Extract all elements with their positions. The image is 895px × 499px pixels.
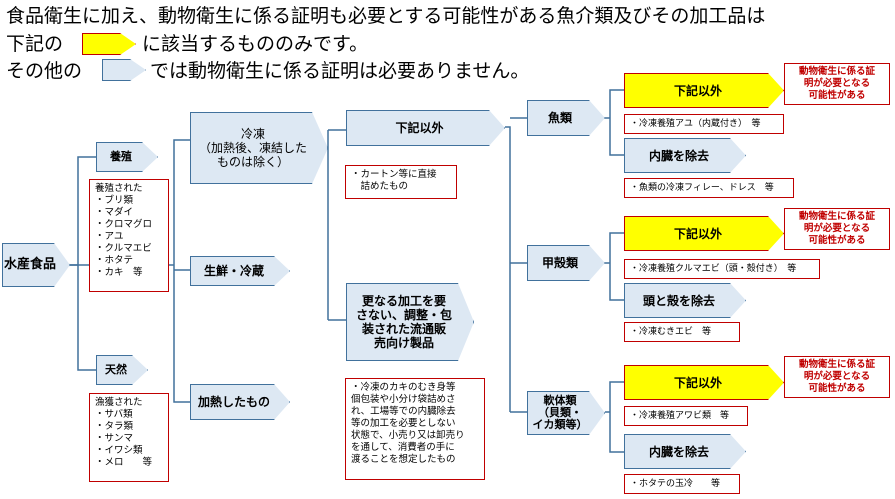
fish-certificate-note: 動物衛生に係る証 明が必要となる 可能性がある	[784, 63, 890, 105]
node-frozen: 冷凍 （加熱後、凍結した ものは除く）	[190, 112, 328, 184]
node-fresh-chilled: 生鮮・冷蔵	[190, 256, 290, 286]
mollusc-example-1: ・冷凍養殖アワビ類 等	[624, 406, 748, 426]
crustacean-head-shell-removed: 頭と殻を除去	[624, 283, 746, 318]
fish-gutted: 内臓を除去	[624, 138, 746, 173]
crustacean-certificate-note: 動物衛生に係る証 明が必要となる 可能性がある	[784, 208, 890, 250]
legend-yellow-arrow	[82, 33, 136, 55]
mollusc-gutted: 内臓を除去	[624, 434, 746, 469]
crustacean-example-2: ・冷凍むきエビ 等	[624, 322, 740, 342]
legend-plain-arrow	[102, 59, 146, 81]
node-heated: 加熱したもの	[190, 384, 290, 420]
farmed-species-list: 養殖された ・ブリ類 ・マダイ ・クロマグロ ・アユ ・クルマエビ ・ホタテ ・…	[89, 179, 169, 292]
mollusc-example-2: ・ホタテの玉冷 等	[624, 474, 740, 494]
header-line-2-prefix: 下記の	[6, 33, 64, 55]
header-line-1: 食品衛生に加え、動物衛生に係る証明も必要とする可能性がある魚介類及びその加工品は	[6, 5, 766, 27]
node-fish: 魚類	[527, 100, 605, 136]
crustacean-example-1: ・冷凍養殖クルマエビ（頭・殻付き） 等	[624, 259, 820, 279]
mollusc-below-except: 下記以外	[624, 365, 784, 400]
frozen-oyster-box: ・冷凍のカキのむき身等 個包装や小分け袋詰めさ れ、工場等での内臓除去 等の加工…	[345, 378, 485, 480]
fish-example-1: ・冷凍養殖アユ（内蔵付き） 等	[624, 114, 784, 134]
mollusc-certificate-note: 動物衛生に係る証 明が必要となる 可能性がある	[784, 356, 890, 398]
node-mollusc: 軟体類 （貝類・ イカ類等）	[527, 391, 605, 435]
node-further-processing: 更なる加工を要 さない、調整・包 装された流通販 売向け製品	[346, 283, 474, 361]
carton-packed-box: ・カートン等に直接 詰めたもの	[345, 165, 457, 199]
node-below-except: 下記以外	[346, 110, 505, 146]
header-line-2-suffix: に該当するもののみです。	[142, 33, 369, 55]
header-line-3-suffix: では動物衛生に係る証明は必要ありません。	[150, 60, 530, 82]
fish-example-2: ・魚類の冷凍フィレー、ドレス 等	[624, 178, 794, 198]
crustacean-below-except: 下記以外	[624, 216, 784, 251]
wild-species-list: 漁獲された ・サバ類 ・タラ類 ・サンマ ・イワシ類 ・メロ 等	[89, 393, 169, 482]
header-line-3-prefix: その他の	[6, 60, 83, 82]
node-aquatic-food: 水産食品	[2, 243, 70, 287]
node-crustacean: 甲殻類	[527, 245, 605, 281]
fish-below-except: 下記以外	[624, 73, 784, 108]
